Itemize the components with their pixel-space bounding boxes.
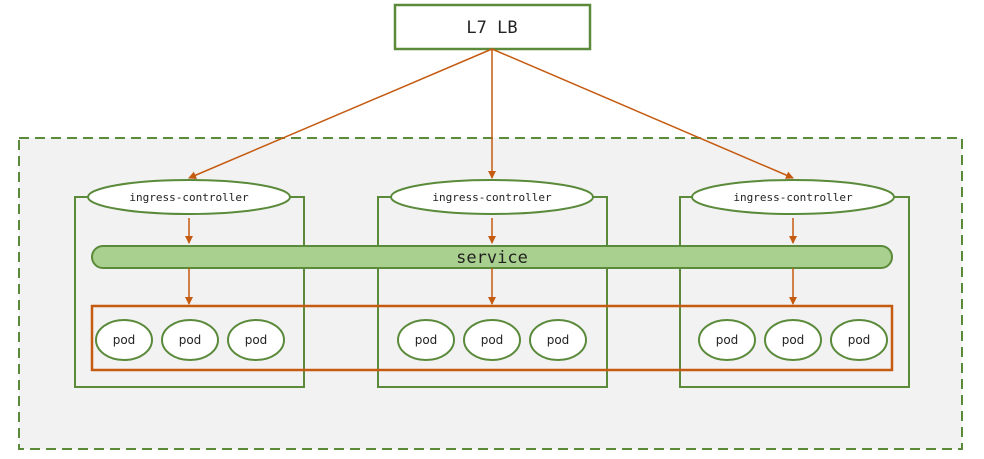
pod-label: pod bbox=[716, 333, 739, 347]
pod bbox=[529, 319, 587, 361]
pod bbox=[161, 319, 219, 361]
pod bbox=[397, 319, 455, 361]
pod bbox=[463, 319, 521, 361]
load-balancer-label: L7 LB bbox=[466, 18, 517, 38]
service-label: service bbox=[456, 248, 528, 268]
ingress-controller-1-label: ingress-controller bbox=[129, 191, 249, 204]
pod-label: pod bbox=[782, 333, 805, 347]
pod bbox=[95, 319, 153, 361]
ingress-controller-3-label: ingress-controller bbox=[733, 191, 853, 204]
ingress-controller-2 bbox=[390, 179, 594, 215]
ingress-controller-2-label: ingress-controller bbox=[432, 191, 552, 204]
pod-label: pod bbox=[245, 333, 268, 347]
lb-to-controller-1-arrow bbox=[188, 48, 493, 179]
load-balancer-box bbox=[393, 3, 592, 51]
pod-label: pod bbox=[415, 333, 438, 347]
pod-label: pod bbox=[547, 333, 570, 347]
ingress-controller-1 bbox=[87, 179, 291, 215]
pod-label: pod bbox=[481, 333, 504, 347]
pod-label: pod bbox=[179, 333, 202, 347]
lb-to-controller-3-arrow bbox=[491, 48, 794, 179]
pod bbox=[764, 319, 822, 361]
pod-label: pod bbox=[848, 333, 871, 347]
pod bbox=[830, 319, 888, 361]
pod bbox=[227, 319, 285, 361]
pod-group-boundary bbox=[90, 304, 894, 372]
pod bbox=[698, 319, 756, 361]
ingress-controller-3 bbox=[691, 179, 895, 215]
pod-label: pod bbox=[113, 333, 136, 347]
